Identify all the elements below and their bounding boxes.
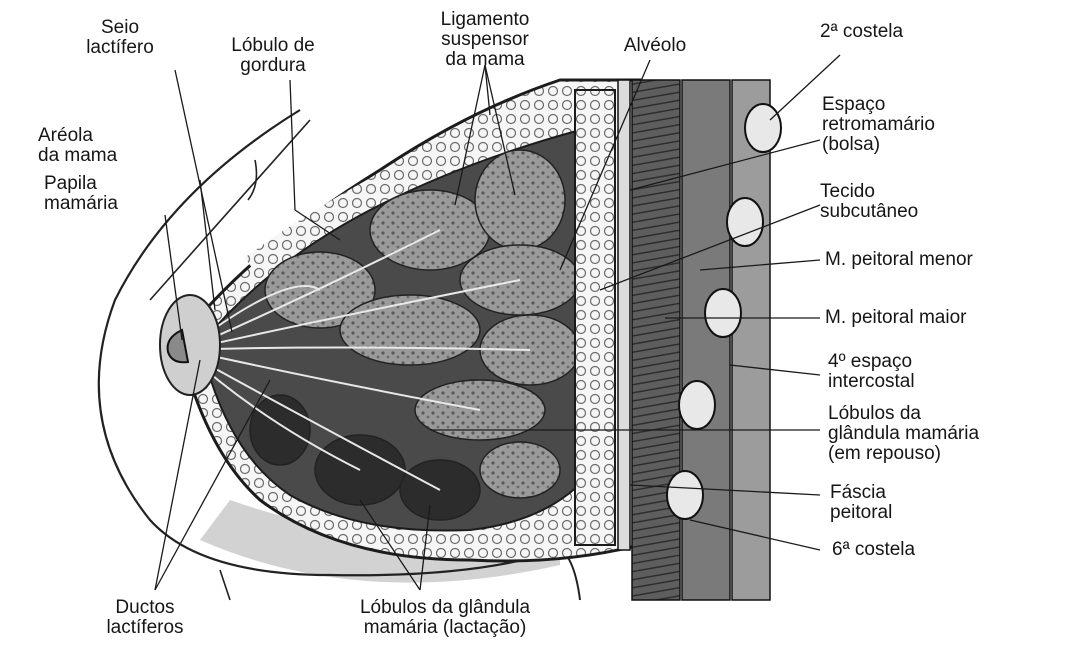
label-line: retromamário (822, 115, 935, 135)
shoulder-contour (248, 160, 256, 200)
label-fascia-peitoral: Fáscia peitoral (830, 483, 892, 523)
label-line: (em repouso) (828, 444, 979, 464)
label-line: (bolsa) (822, 135, 935, 155)
label-lobulo-gordura: Lóbulo de gordura (208, 36, 338, 76)
label-line: 6ª costela (832, 540, 915, 560)
label-line: Ligamento (400, 10, 570, 30)
label-ductos-lactiferos: Ductos lactíferos (70, 598, 220, 638)
label-line: Tecido (820, 182, 918, 202)
label-line: Seio (60, 18, 180, 38)
label-espaco-retromamario: Espaço retromamário (bolsa) (822, 95, 935, 155)
label-costela-6: 6ª costela (832, 540, 915, 560)
left-contour-line (220, 570, 230, 600)
label-line: Lóbulos da glândula (315, 598, 575, 618)
label-line: Fáscia (830, 483, 892, 503)
label-line: peitoral (830, 503, 892, 523)
label-lobulos-lactacao: Lóbulos da glândula mamária (lactação) (315, 598, 575, 638)
pectoralis-minor (682, 80, 730, 600)
label-ligamento: Ligamento suspensor da mama (400, 10, 570, 70)
label-alveolo: Alvéolo (600, 36, 710, 56)
label-line: lactíferos (70, 618, 220, 638)
label-espaco-intercostal: 4º espaço intercostal (828, 352, 915, 392)
label-line: suspensor (400, 30, 570, 50)
label-line: Aréola (38, 126, 117, 146)
retromammary-fat (575, 90, 615, 545)
label-line: Lóbulos da (828, 404, 979, 424)
label-line: lactífero (60, 38, 180, 58)
label-line: gordura (208, 56, 338, 76)
label-seio-lactifero: Seio lactífero (60, 18, 180, 58)
label-line: glândula mamária (828, 424, 979, 444)
pectoral-fascia (618, 80, 630, 550)
label-line: 2ª costela (820, 22, 903, 42)
label-tecido-subcutaneo: Tecido subcutâneo (820, 182, 918, 222)
label-areola: Aréola da mama (38, 126, 117, 166)
label-line: M. peitoral menor (825, 250, 973, 270)
label-line: Lóbulo de (208, 36, 338, 56)
label-line: Alvéolo (600, 36, 710, 56)
label-line: da mama (400, 50, 570, 70)
label-peitoral-menor: M. peitoral menor (825, 250, 973, 270)
label-peitoral-maior: M. peitoral maior (825, 308, 967, 328)
label-costela-2: 2ª costela (820, 22, 903, 42)
label-line: 4º espaço (828, 352, 915, 372)
label-papila: Papila mamária (44, 174, 118, 214)
label-line: da mama (38, 146, 117, 166)
label-line: Papila (44, 174, 118, 194)
label-line: M. peitoral maior (825, 308, 967, 328)
pectoralis-major (632, 80, 680, 600)
label-line: mamária (44, 194, 118, 214)
label-line: subcutâneo (820, 202, 918, 222)
label-line: Ductos (70, 598, 220, 618)
label-line: intercostal (828, 372, 915, 392)
label-line: mamária (lactação) (315, 618, 575, 638)
label-line: Espaço (822, 95, 935, 115)
label-lobulos-repouso: Lóbulos da glândula mamária (em repouso) (828, 404, 979, 464)
